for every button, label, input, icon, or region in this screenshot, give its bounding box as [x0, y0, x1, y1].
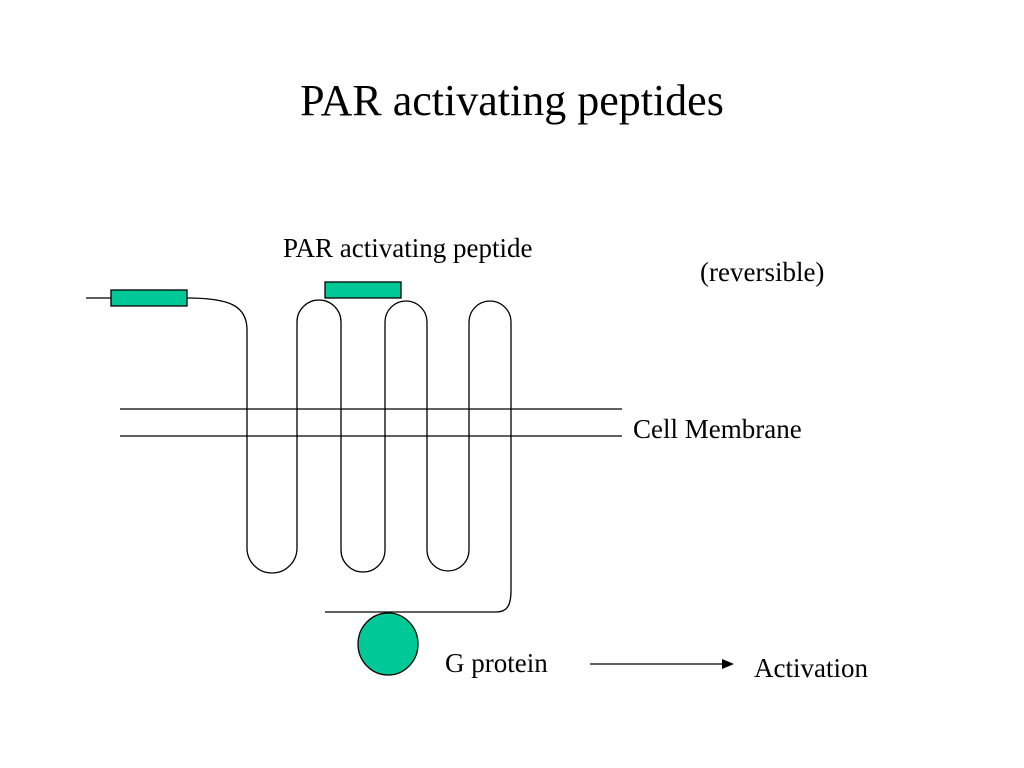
activation-arrow-head — [722, 659, 734, 669]
g-protein-circle — [357, 612, 419, 676]
activating-peptide-block — [324, 281, 402, 299]
cell-membrane-label: Cell Membrane — [633, 414, 802, 444]
g-protein-label: G protein — [445, 648, 548, 678]
activation-label: Activation — [754, 653, 868, 683]
peptide-label: PAR activating peptide — [283, 233, 533, 263]
receptor-chain — [186, 297, 512, 613]
slide-title: PAR activating peptides — [300, 76, 724, 125]
tethered-ligand-block — [110, 289, 188, 307]
reversible-label: (reversible) — [700, 257, 825, 287]
